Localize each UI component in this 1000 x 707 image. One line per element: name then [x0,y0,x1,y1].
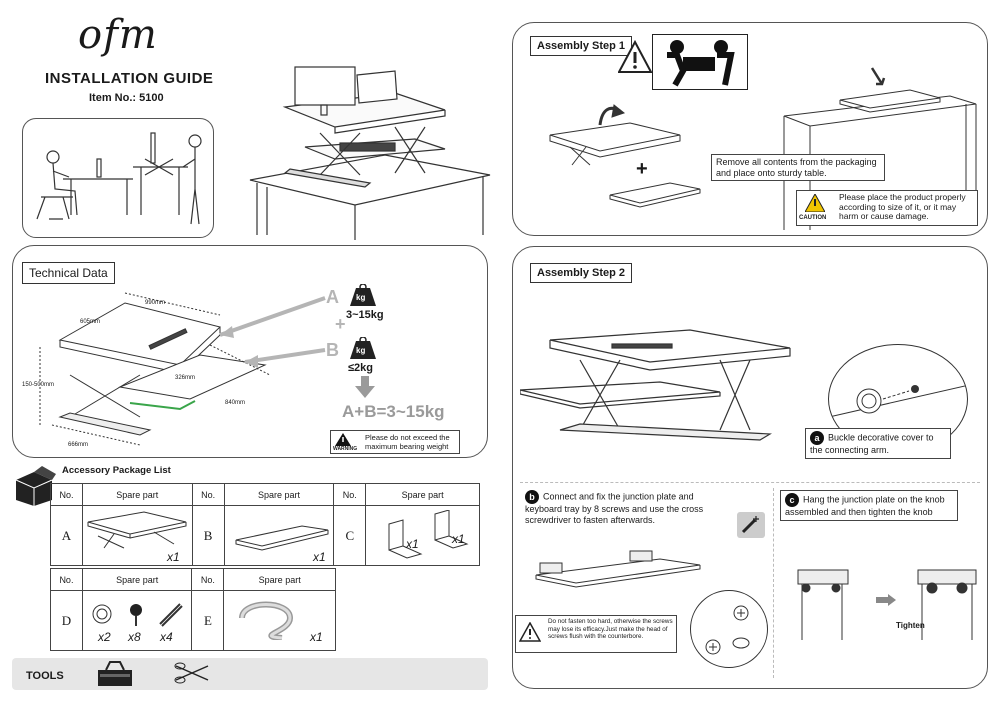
accessory-title: Accessory Package List [62,465,171,476]
step1-plus: + [636,158,648,180]
step-b-badge: b [525,490,539,504]
col-no: No. [50,568,83,591]
unpack-illustration [549,104,701,208]
package-box-icon [15,466,56,506]
qty-d3: x4 [160,630,173,644]
screw-warning-box: Do not fasten too hard, otherwise the sc… [515,615,677,653]
step2-divider [520,482,980,483]
down-arrow-icon [355,376,375,398]
screw-warning-text: Do not fasten too hard, otherwise the sc… [548,618,673,640]
knob-tighten-illustration [797,569,977,640]
step2-c-text: Hang the junction plate on the knob asse… [785,494,945,517]
step2-vertical-divider [773,488,774,678]
technical-data-title: Technical Data [22,262,115,284]
dim-depth: 605mm [80,319,101,325]
load-arrows [219,296,326,368]
caution-triangle-icon [805,194,825,212]
step2-b-text: Connect and fix the junction plate and k… [525,491,704,525]
accessory-table-row2: No. Spare part No. Spare part D E [50,568,336,651]
qty-d1: x2 [98,630,111,644]
col-no: No. [191,568,225,591]
part-id: A [50,505,83,566]
two-person-lift-icon [652,34,748,90]
caution-text: Please place the product properly accord… [839,192,966,221]
toolbox-icon [98,661,132,686]
col-no: No. [50,483,83,506]
dim-base: 666mm [68,442,89,448]
caution-box: CAUTION Please place the product properl… [796,190,978,226]
tools-label: TOOLS [26,670,64,682]
desk-part-illustration [87,511,187,549]
weight-b-badge: kg [356,346,366,355]
dim-tray-width: 840mm [225,400,246,406]
step-c-badge: c [785,493,799,507]
col-spare: Spare part [81,483,193,506]
tools-bar [12,658,488,690]
caution-exclamation-icon [618,40,652,73]
desk-assembled-illustration [520,329,791,441]
weight-b-value: ≤2kg [348,362,373,374]
col-no: No. [191,483,225,506]
sit-stand-illustration [36,132,202,225]
tray-part-illustration [235,525,329,551]
qty-e: x1 [310,630,323,644]
cable-part-illustration [239,601,294,640]
col-spare: Spare part [223,483,335,506]
dim-tray: 326mm [175,375,196,381]
weight-a-icon: kg [348,283,378,308]
weight-b-icon: kg [348,336,378,361]
part-image-plates [365,505,480,566]
label-b: B [326,340,339,360]
tighten-label: Tighten [896,621,925,630]
scissors-icon [174,662,209,684]
col-no: No. [333,483,367,506]
part-id: C [333,505,367,566]
part-id: B [191,505,225,566]
step-a-badge: a [810,431,824,445]
warning-exclamation-icon [519,622,541,642]
screw-detail-circle [690,590,768,668]
weight-a-value: 3~15kg [346,309,384,321]
weight-a-badge: kg [356,293,366,302]
warning-triangle-icon [335,433,351,446]
warning-box: WARNING Please do not exceed the maximum… [330,430,460,454]
desk-riser-hero-illustration [249,66,491,240]
dim-height: 150-500mm [22,382,55,388]
qty-b: x1 [313,550,326,564]
brand-logo: ofm [78,12,158,58]
col-spare: Spare part [223,568,336,591]
label-plus: + [335,314,346,334]
part-id: D [50,590,83,651]
guide-title: INSTALLATION GUIDE [45,70,214,87]
part-image-cable [223,590,336,651]
item-number: Item No.: 5100 [89,92,164,104]
qty-c1: x1 [406,537,419,551]
caution-label: CAUTION [799,215,827,221]
usage-illustration-panel [22,118,214,238]
qty-a: x1 [167,550,180,564]
qty-d2: x8 [128,630,141,644]
label-a: A [326,287,339,307]
qty-c2: x1 [452,532,465,546]
step1-title: Assembly Step 1 [530,36,633,56]
warning-label: WARNING [333,446,358,452]
dim-width: 990mm [145,300,166,306]
plates-part-illustration [388,510,469,559]
desk-dimensions-drawing [39,292,271,446]
warning-text: Please do not exceed the maximum bearing… [365,433,450,451]
junction-plate-illustration [535,550,701,588]
total-weight: A+B=3~15kg [342,402,445,421]
col-spare: Spare part [81,568,193,591]
col-spare: Spare part [365,483,480,506]
screws-part-illustration [92,603,183,627]
screwdriver-icon [737,512,765,538]
step2-title: Assembly Step 2 [530,263,633,283]
part-id: E [191,590,225,651]
step2-a-text: Buckle decorative cover to the connectin… [810,432,934,455]
step1-instruction: Remove all contents from the packaging a… [711,154,885,181]
